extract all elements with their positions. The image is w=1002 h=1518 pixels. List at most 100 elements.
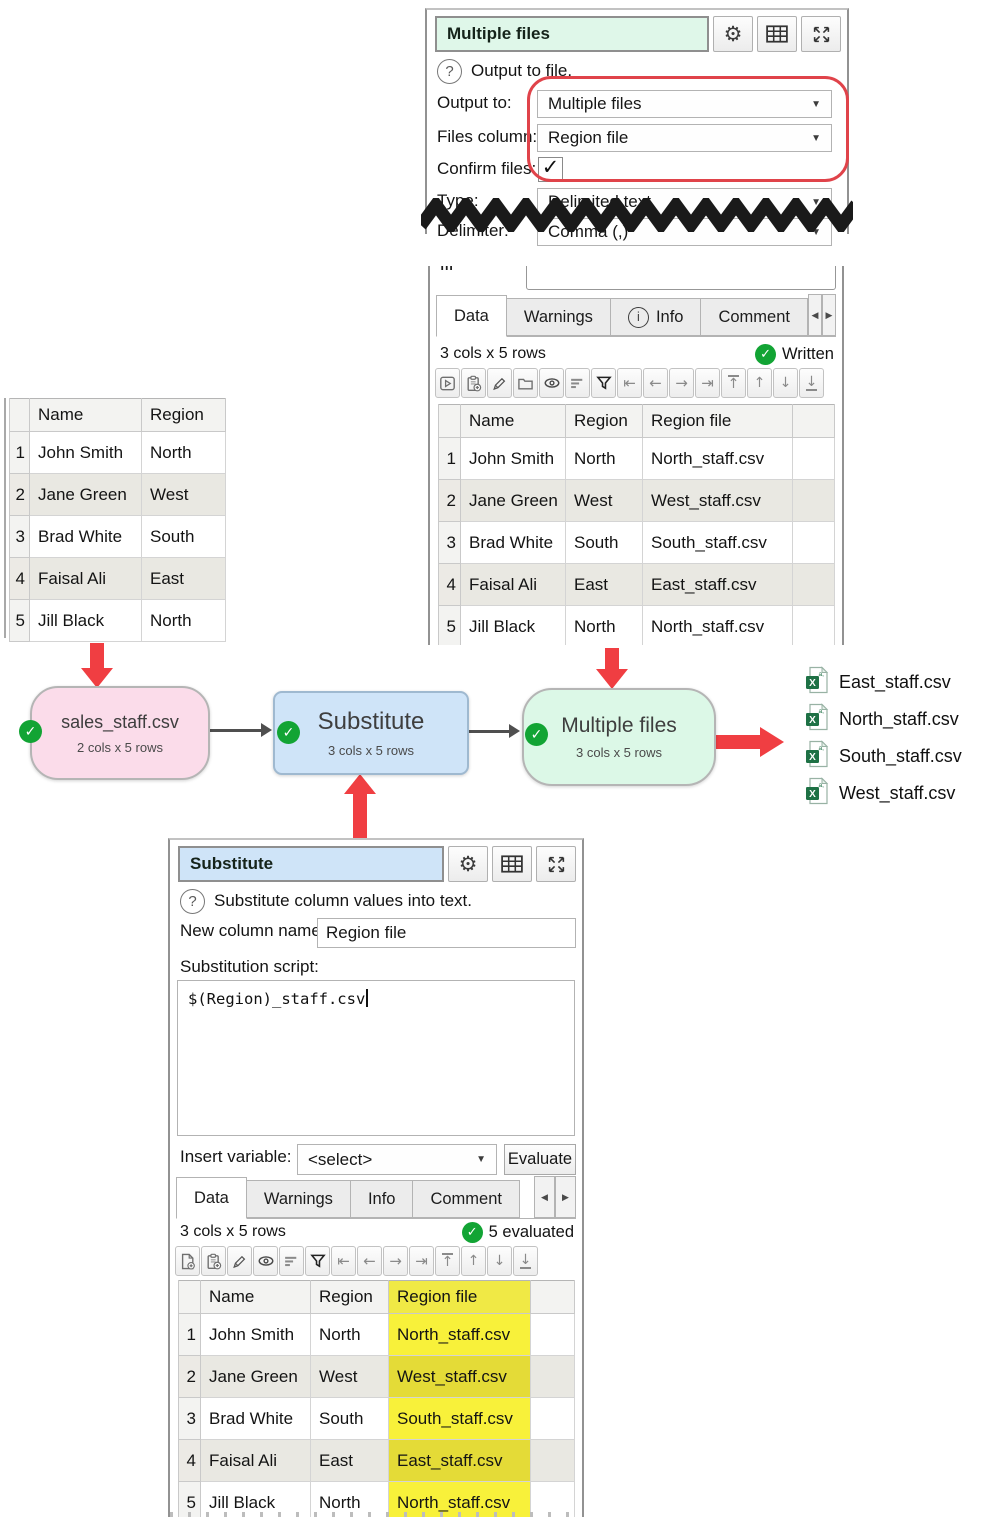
- first-col-icon[interactable]: ⇤: [331, 1246, 356, 1276]
- node-multiple-files[interactable]: Multiple files 3 cols x 5 rows: [522, 688, 716, 786]
- next-col-icon[interactable]: →: [669, 368, 694, 398]
- table-view-icon[interactable]: [492, 846, 532, 882]
- red-arrow-down-head: [596, 669, 628, 689]
- tab-scroll-left-button[interactable]: [534, 1176, 555, 1218]
- row-number-header: [9, 398, 30, 432]
- info-icon: [627, 306, 649, 328]
- script-label: Substitution script:: [180, 957, 319, 976]
- paste-icon[interactable]: [201, 1246, 226, 1276]
- row-number: 3: [178, 1397, 201, 1440]
- cell: South: [141, 515, 226, 558]
- filter-icon[interactable]: [305, 1246, 330, 1276]
- table-view-icon[interactable]: [757, 16, 797, 52]
- last-row-icon[interactable]: ↓: [799, 368, 824, 398]
- node-substitute[interactable]: Substitute 3 cols x 5 rows: [273, 691, 469, 775]
- open-icon[interactable]: [513, 368, 538, 398]
- text-cursor: [366, 989, 369, 1007]
- next-col-icon[interactable]: →: [383, 1246, 408, 1276]
- field-row-confirm-files: Confirm files:: [427, 156, 847, 186]
- column-header[interactable]: Name: [29, 398, 142, 432]
- tab-comment[interactable]: Comment: [413, 1180, 520, 1218]
- run-icon[interactable]: [435, 368, 460, 398]
- tab-warnings[interactable]: Warnings: [506, 298, 611, 336]
- new-column-label: New column name:: [180, 921, 326, 940]
- last-col-icon[interactable]: ⇥: [409, 1246, 434, 1276]
- tab-data[interactable]: Data: [176, 1177, 247, 1219]
- confirm-files-checkbox[interactable]: [538, 157, 563, 182]
- column-header[interactable]: Region: [310, 1280, 389, 1314]
- torn-edge-zigzag: [421, 198, 853, 232]
- cell: Jill Black: [460, 605, 566, 645]
- torn-top-fragments: ili c pc 3: [430, 266, 842, 290]
- status-badge: Written: [782, 344, 834, 363]
- node-success-check-icon: [277, 721, 300, 744]
- svg-text:a,: a,: [819, 782, 825, 789]
- paste-icon[interactable]: [461, 368, 486, 398]
- cell: East_staff.csv: [642, 563, 793, 606]
- cell: Jane Green: [29, 473, 142, 516]
- insert-variable-dropdown[interactable]: <select>: [297, 1144, 497, 1175]
- row-number: 4: [9, 557, 30, 600]
- tab-warnings[interactable]: Warnings: [246, 1180, 351, 1218]
- tab-scroll-right-button[interactable]: [822, 294, 836, 336]
- tab-data[interactable]: Data: [436, 295, 507, 337]
- tab-info[interactable]: Info: [350, 1180, 414, 1218]
- last-row-icon[interactable]: ↓: [513, 1246, 538, 1276]
- column-header[interactable]: Name: [460, 404, 566, 438]
- node-sales-staff-csv[interactable]: sales_staff.csv 2 cols x 5 rows: [30, 686, 210, 780]
- column-header[interactable]: Region file: [388, 1280, 531, 1314]
- substitution-script-textarea[interactable]: $(Region)_staff.csv: [177, 980, 575, 1136]
- files-column-dropdown[interactable]: Region file: [537, 124, 832, 152]
- tab-scroll-right-button[interactable]: [555, 1176, 576, 1218]
- next-row-icon[interactable]: ↓: [773, 368, 798, 398]
- panel-titlebar: Substitute ⚙: [178, 846, 576, 882]
- expand-icon[interactable]: [801, 16, 841, 52]
- last-col-icon[interactable]: ⇥: [695, 368, 720, 398]
- field-label: Files column:: [437, 127, 538, 146]
- column-header[interactable]: Region file: [642, 404, 793, 438]
- help-icon[interactable]: [180, 888, 205, 914]
- torn-bottom-edge: [170, 1512, 582, 1517]
- tab-scroll-left-button[interactable]: [808, 294, 822, 336]
- first-row-icon[interactable]: ↑: [721, 368, 746, 398]
- new-icon[interactable]: [175, 1246, 200, 1276]
- view-icon[interactable]: [253, 1246, 278, 1276]
- gear-icon[interactable]: ⚙: [713, 16, 753, 52]
- cell: Faisal Ali: [29, 557, 142, 600]
- first-col-icon[interactable]: ⇤: [617, 368, 642, 398]
- sort-icon[interactable]: [565, 368, 590, 398]
- connector-arrowhead: [261, 723, 272, 737]
- red-arrow-down-shaft: [605, 648, 619, 670]
- cell: South_staff.csv: [642, 521, 793, 564]
- next-row-icon[interactable]: ↓: [487, 1246, 512, 1276]
- prev-col-icon[interactable]: ←: [643, 368, 668, 398]
- cell: North_staff.csv: [642, 437, 793, 480]
- cell: West: [565, 479, 643, 522]
- view-icon[interactable]: [539, 368, 564, 398]
- gear-icon[interactable]: ⚙: [448, 846, 488, 882]
- filter-icon[interactable]: [591, 368, 616, 398]
- edit-icon[interactable]: [227, 1246, 252, 1276]
- column-header[interactable]: Name: [200, 1280, 311, 1314]
- tab-info[interactable]: Info: [610, 298, 702, 336]
- column-header[interactable]: Region: [565, 404, 643, 438]
- prev-row-icon[interactable]: ↑: [461, 1246, 486, 1276]
- tab-comment[interactable]: Comment: [701, 298, 808, 336]
- output-to-dropdown[interactable]: Multiple files: [537, 90, 832, 118]
- cell: John Smith: [29, 431, 142, 474]
- expand-icon[interactable]: [536, 846, 576, 882]
- prev-col-icon[interactable]: ←: [357, 1246, 382, 1276]
- row-number: 5: [9, 599, 30, 642]
- prev-row-icon[interactable]: ↑: [747, 368, 772, 398]
- column-header[interactable]: Region: [141, 398, 226, 432]
- first-row-icon[interactable]: ↑: [435, 1246, 460, 1276]
- help-icon[interactable]: [437, 58, 462, 84]
- new-column-input[interactable]: Region file: [317, 918, 576, 948]
- evaluate-button[interactable]: Evaluate: [504, 1144, 576, 1175]
- edit-icon[interactable]: [487, 368, 512, 398]
- sort-icon[interactable]: [279, 1246, 304, 1276]
